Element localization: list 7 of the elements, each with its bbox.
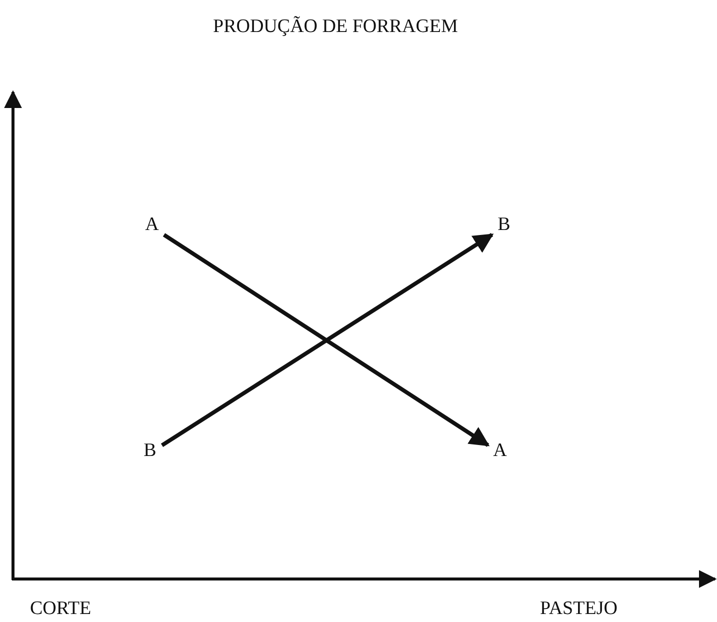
axis-label: CORTE xyxy=(30,598,92,620)
axis-label: PASTEJO xyxy=(540,598,618,620)
point-label: B xyxy=(138,436,162,470)
point-label: A xyxy=(488,436,512,470)
point-label: A xyxy=(140,210,164,244)
chart-title: PRODUÇÃO DE FORRAGEM xyxy=(213,16,458,38)
point-label: B xyxy=(492,210,516,244)
